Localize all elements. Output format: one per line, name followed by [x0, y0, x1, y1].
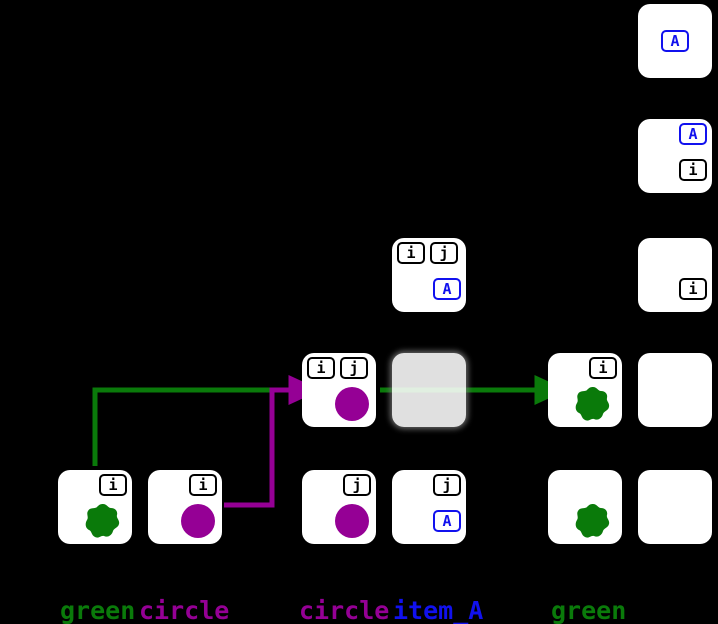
- card[interactable]: [392, 353, 466, 427]
- card[interactable]: [638, 470, 712, 544]
- badge-i[interactable]: i: [307, 357, 335, 379]
- badge-i[interactable]: i: [189, 474, 217, 496]
- badge-i[interactable]: i: [99, 474, 127, 496]
- badge-a-blue[interactable]: A: [433, 278, 461, 300]
- green-blob-icon: [574, 502, 612, 544]
- badge-j[interactable]: j: [343, 474, 371, 496]
- label-circle-2: circle: [299, 596, 390, 624]
- green-blob-icon: [84, 502, 122, 544]
- badge-a-blue[interactable]: A: [679, 123, 707, 145]
- label-green-2: green: [551, 596, 627, 624]
- badge-j[interactable]: j: [340, 357, 368, 379]
- label-green-1: green: [60, 596, 136, 624]
- green-blob-icon: [574, 385, 612, 427]
- card[interactable]: [638, 353, 712, 427]
- card[interactable]: i: [548, 353, 622, 427]
- badge-a-blue[interactable]: A: [661, 30, 689, 52]
- wire-green-left: [92, 387, 272, 466]
- label-item-a: item_A: [393, 596, 484, 624]
- badge-j[interactable]: j: [430, 242, 458, 264]
- badge-a-blue[interactable]: A: [433, 510, 461, 532]
- purple-circle-icon: [335, 504, 369, 538]
- card[interactable]: i: [638, 238, 712, 312]
- badge-i[interactable]: i: [679, 159, 707, 181]
- purple-circle-icon: [181, 504, 215, 538]
- wire-purple: [224, 375, 321, 508]
- badge-i[interactable]: i: [589, 357, 617, 379]
- badge-j[interactable]: j: [433, 474, 461, 496]
- card[interactable]: i: [148, 470, 222, 544]
- badge-i[interactable]: i: [397, 242, 425, 264]
- badge-i[interactable]: i: [679, 278, 707, 300]
- card[interactable]: i: [58, 470, 132, 544]
- card[interactable]: [548, 470, 622, 544]
- purple-circle-icon: [335, 387, 369, 421]
- card[interactable]: A: [638, 4, 712, 78]
- label-circle-1: circle: [139, 596, 230, 624]
- card[interactable]: j: [302, 470, 376, 544]
